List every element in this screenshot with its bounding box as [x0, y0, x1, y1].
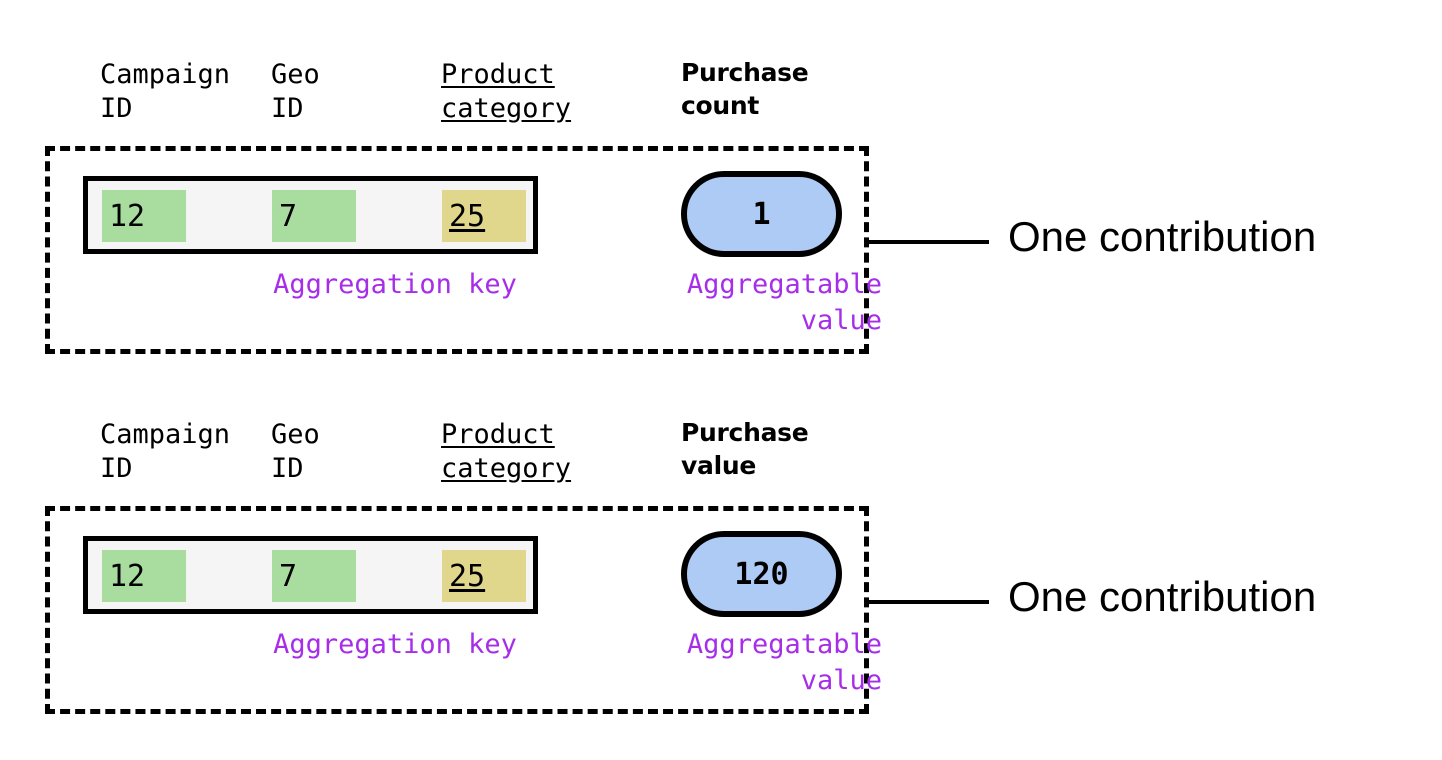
contribution-dashed-container: 12 7 25 120 Aggregation key Aggregatable…: [45, 506, 882, 714]
key-cell-campaign-id: 12: [102, 550, 186, 602]
key-cell-geo-id: 7: [272, 550, 356, 602]
column-header-product-category-line1: Product: [441, 419, 555, 450]
aggregatable-value-pill: 1: [681, 171, 842, 257]
column-header-metric: Purchase count: [681, 58, 809, 120]
caption-aggregation-key: Aggregation key: [273, 629, 517, 660]
column-header-metric: Purchase value: [681, 418, 809, 480]
annotation-one-contribution: One contribution: [1008, 213, 1317, 260]
annotation-leader-line: [869, 600, 989, 604]
column-header-geo-id: Geo ID: [271, 59, 320, 124]
aggregation-key-bar: 12 7 25: [83, 536, 538, 614]
annotation-leader-line: [869, 240, 989, 244]
column-header-product-category-line2: category: [441, 453, 572, 484]
contribution-dashed-container: 12 7 25 1 Aggregation key Aggregatable v…: [45, 146, 882, 354]
key-cell-geo-id-value: 7: [279, 558, 298, 594]
key-cell-geo-id-value: 7: [279, 198, 298, 234]
caption-aggregatable-value: Aggregatable value: [686, 269, 882, 336]
caption-aggregatable-value: Aggregatable value: [686, 629, 882, 696]
column-header-geo-id: Geo ID: [271, 419, 320, 484]
key-cell-product-category: 25: [442, 190, 526, 242]
key-cell-product-category-value: 25: [449, 198, 486, 234]
annotation-one-contribution: One contribution: [1008, 573, 1317, 620]
key-cell-campaign-id-value: 12: [109, 558, 146, 594]
key-cell-campaign-id: 12: [102, 190, 186, 242]
column-header-product-category-line2: category: [441, 93, 572, 124]
key-cell-campaign-id-value: 12: [109, 198, 146, 234]
column-header-campaign-id: Campaign ID: [100, 419, 231, 484]
key-cell-product-category-value: 25: [449, 558, 486, 594]
aggregatable-value-pill: 120: [681, 531, 842, 617]
column-header-product-category-line1: Product: [441, 59, 555, 90]
key-cell-geo-id: 7: [272, 190, 356, 242]
aggregation-key-bar: 12 7 25: [83, 176, 538, 254]
key-cell-product-category: 25: [442, 550, 526, 602]
column-header-campaign-id: Campaign ID: [100, 59, 231, 124]
caption-aggregation-key: Aggregation key: [273, 269, 517, 300]
